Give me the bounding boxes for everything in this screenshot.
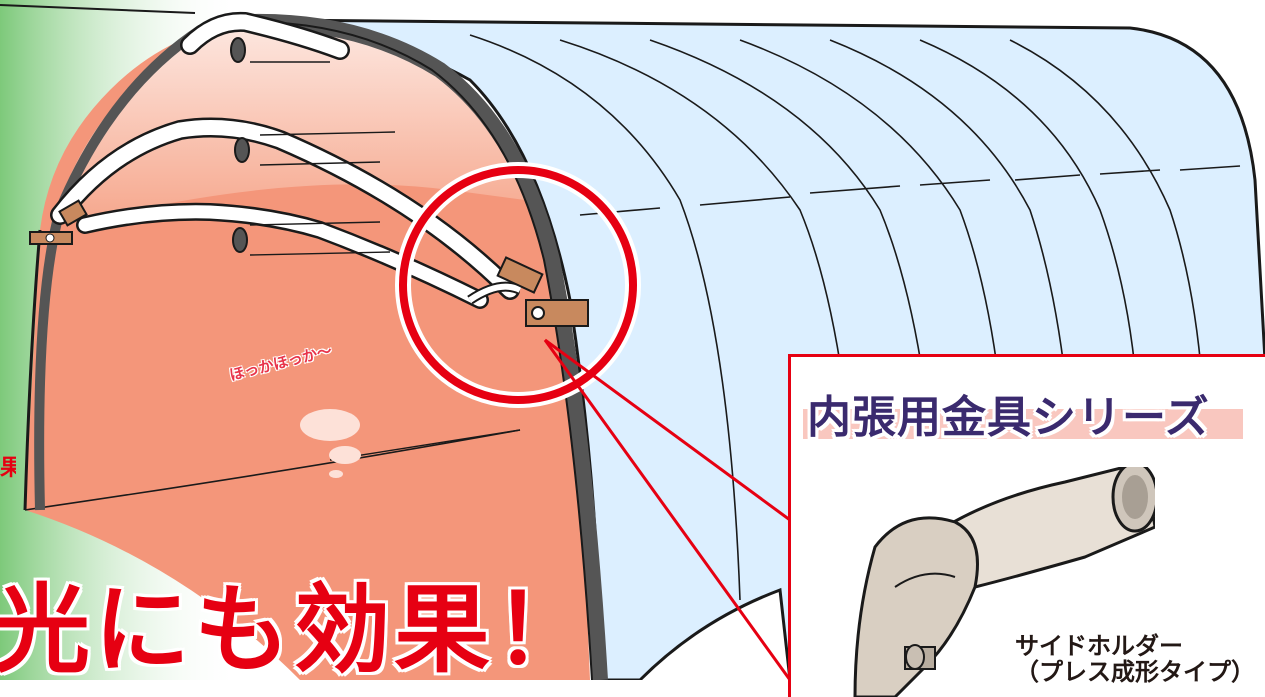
arch-pipe	[249, 13, 608, 680]
callout-lines	[543, 338, 792, 680]
side-mark-text: 果	[0, 456, 16, 481]
caption-line-2: （プレス成形タイプ）	[1015, 658, 1255, 686]
panel-title-highlight	[803, 409, 1243, 439]
pipe-shadow-lines	[249, 61, 396, 256]
thought-bubbles	[300, 409, 361, 478]
left-clips	[29, 199, 88, 245]
headline: 光にも効果！	[0, 574, 594, 686]
caption-line-1: サイドホルダー	[1015, 632, 1183, 660]
pipe-end-caps	[230, 37, 250, 253]
side-holder-bracket	[467, 256, 589, 327]
inner-film-upper	[60, 21, 525, 220]
product-panel: 内張用金具シリーズ サイドホルダー （プレス成形タイプ）	[788, 354, 1265, 697]
panel-title: 内張用金具シリーズ	[807, 392, 1210, 443]
product-caption: サイドホルダー （プレス成形タイプ）	[1015, 633, 1255, 685]
side-holder-product-image	[853, 467, 1155, 697]
